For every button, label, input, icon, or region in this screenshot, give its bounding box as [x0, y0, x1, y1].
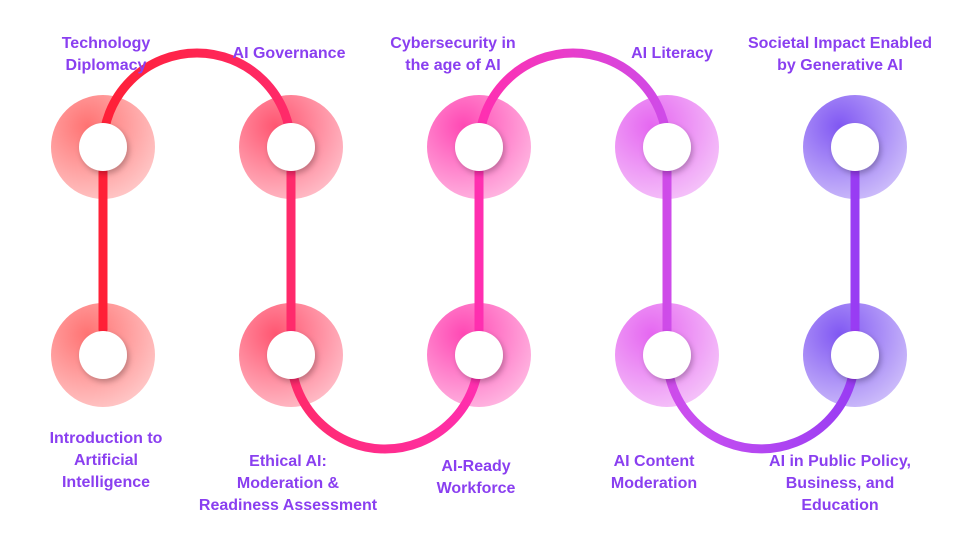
label-cybersecurity: Cybersecurity in the age of AI — [390, 35, 516, 74]
node-dots — [79, 123, 879, 379]
node-dot-bottom-4 — [643, 331, 691, 379]
label-technology-diplomacy: Technology Diplomacy — [61, 35, 151, 74]
node-dot-bottom-3 — [455, 331, 503, 379]
node-dot-top-5 — [831, 123, 879, 171]
label-intro-to-ai: Introduction to Artificial Intelligence — [49, 430, 163, 491]
node-dot-top-3 — [455, 123, 503, 171]
label-ai-public-policy: AI in Public Policy, Business, and Educa… — [769, 453, 911, 514]
node-dot-top-2 — [267, 123, 315, 171]
label-ai-ready-workforce: AI-Ready Workforce — [436, 458, 516, 497]
roadmap-path — [98, 48, 860, 454]
label-ai-governance: AI Governance — [232, 45, 346, 62]
node-dot-top-1 — [79, 123, 127, 171]
node-dot-top-4 — [643, 123, 691, 171]
label-ai-content-moderation: AI Content Moderation — [610, 453, 698, 492]
node-dot-bottom-1 — [79, 331, 127, 379]
label-ai-literacy: AI Literacy — [631, 45, 713, 62]
label-societal-impact: Societal Impact Enabled by Generative AI — [747, 35, 933, 74]
label-ethical-ai: Ethical AI: Moderation & Readiness Asses… — [198, 453, 378, 514]
node-dot-bottom-2 — [267, 331, 315, 379]
node-dot-bottom-5 — [831, 331, 879, 379]
